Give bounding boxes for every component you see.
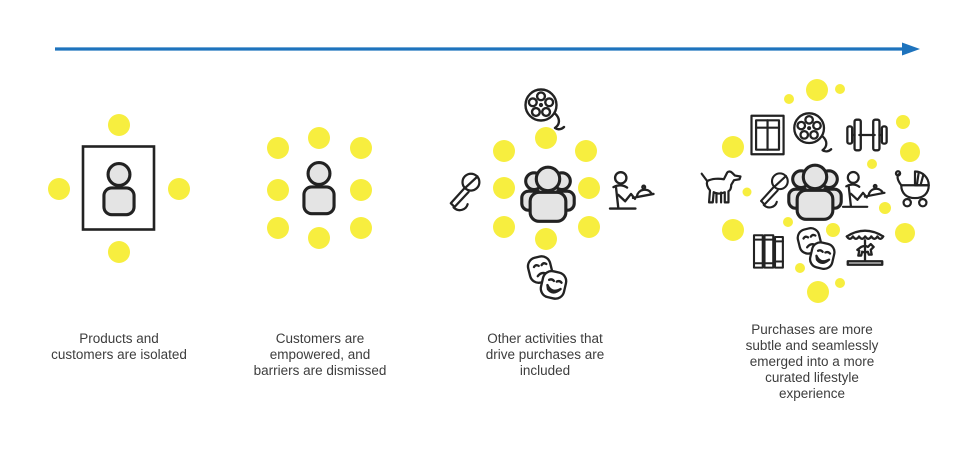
microphone-icon <box>449 172 481 212</box>
yellow-dot <box>795 263 805 273</box>
yellow-dot <box>535 228 557 250</box>
waiter-tray-icon <box>608 170 655 210</box>
stage-4-graphic <box>700 79 930 303</box>
stage-1-caption: Products and customers are isolated <box>51 331 187 362</box>
people-group-icon <box>520 165 576 223</box>
yellow-dot <box>108 241 130 263</box>
dumbbell-icon <box>846 118 888 152</box>
yellow-dot <box>835 84 845 94</box>
yellow-dot <box>350 137 372 159</box>
yellow-dot <box>835 278 845 288</box>
yellow-dot <box>308 127 330 149</box>
theater-masks-icon <box>524 253 570 302</box>
yellow-dot <box>879 202 891 214</box>
yellow-dot <box>267 137 289 159</box>
yellow-dot <box>108 114 130 136</box>
stage-2-caption: Customers are empowered, and barriers ar… <box>253 331 387 378</box>
yellow-dot <box>578 216 600 238</box>
person-icon <box>302 160 336 216</box>
stage-1-graphic <box>48 114 190 263</box>
yellow-dot <box>350 179 372 201</box>
person-icon <box>102 161 136 217</box>
books-icon <box>752 234 784 269</box>
yellow-dot <box>900 142 920 162</box>
baby-stroller-icon <box>894 170 930 208</box>
microphone-icon <box>760 172 789 209</box>
stage-3-caption: Other activities that drive purchases ar… <box>485 331 605 378</box>
yellow-dot <box>722 219 744 241</box>
yellow-dot <box>826 223 840 237</box>
stage-2: Customers are empowered, and barriers ar… <box>220 0 440 463</box>
yellow-dot <box>267 217 289 239</box>
yellow-dot <box>896 115 910 129</box>
dog-icon <box>700 170 742 204</box>
waiter-tray-icon <box>841 170 886 208</box>
yellow-dot <box>575 140 597 162</box>
arrow-head <box>902 42 920 56</box>
film-reel-icon <box>793 112 833 153</box>
yellow-dot <box>48 178 70 200</box>
yellow-dot <box>267 179 289 201</box>
stage-4: Purchases are more subtle and seamlessly… <box>690 0 940 463</box>
stage-3-graphic <box>449 88 655 302</box>
yellow-dot <box>493 177 515 199</box>
yellow-dot <box>578 177 600 199</box>
yellow-dot <box>895 223 915 243</box>
carousel-icon <box>845 229 885 266</box>
yellow-dot <box>350 217 372 239</box>
stage-3: Other activities that drive purchases ar… <box>430 0 660 463</box>
yellow-dot <box>783 217 793 227</box>
yellow-dot <box>867 159 877 169</box>
yellow-dot <box>722 136 744 158</box>
yellow-dot <box>807 281 829 303</box>
stage-1: Products and customers are isolated <box>0 0 220 463</box>
people-group-icon <box>787 163 843 221</box>
stage-4-caption: Purchases are more subtle and seamlessly… <box>745 322 879 401</box>
stage-2-graphic <box>267 127 372 249</box>
yellow-dot <box>493 140 515 162</box>
yellow-dot <box>168 178 190 200</box>
yellow-dot <box>784 94 794 104</box>
film-reel-icon <box>524 88 566 131</box>
yellow-dot <box>308 227 330 249</box>
yellow-dot <box>742 187 752 197</box>
yellow-dot <box>806 79 828 101</box>
timeline-arrow <box>55 42 920 56</box>
yellow-dot <box>535 127 557 149</box>
picture-frame-icon <box>750 114 785 156</box>
yellow-dot <box>493 216 515 238</box>
